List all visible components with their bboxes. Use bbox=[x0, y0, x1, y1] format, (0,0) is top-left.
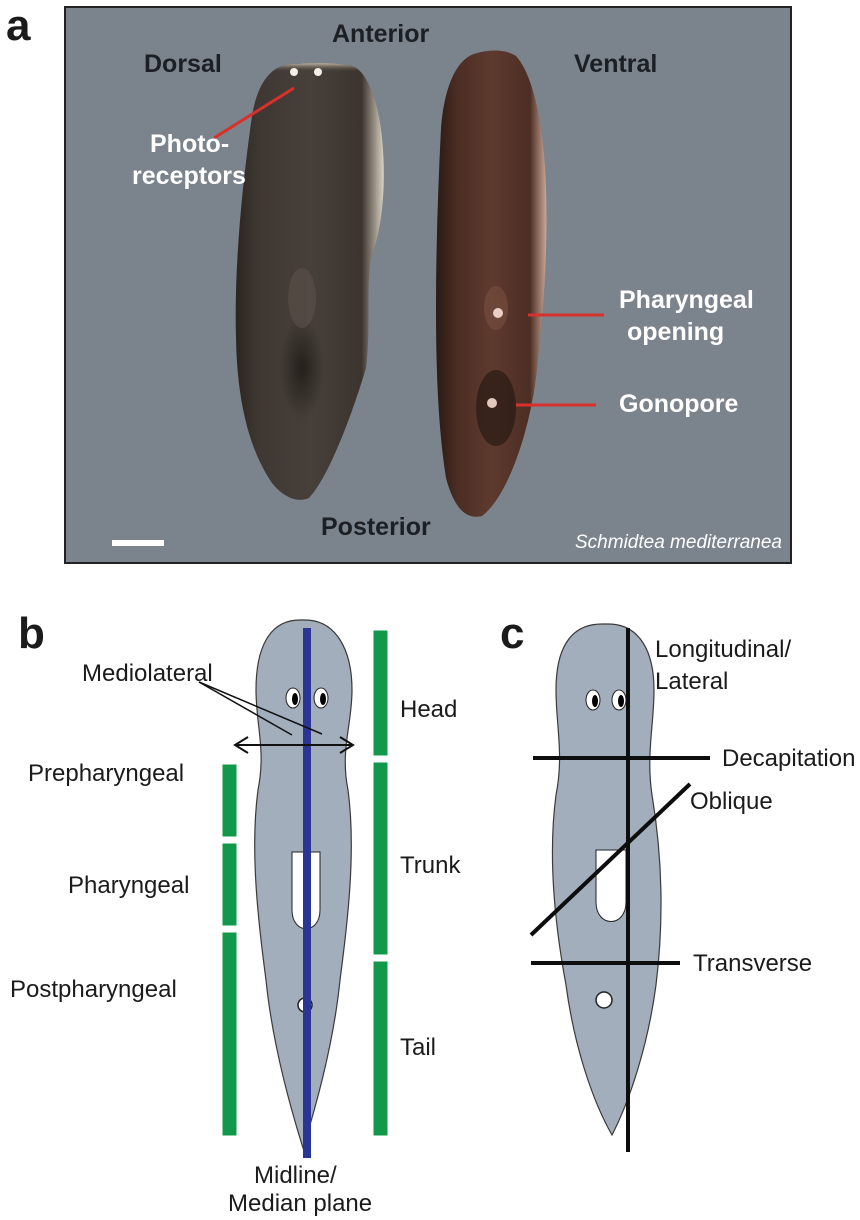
tail-bar bbox=[373, 961, 388, 1136]
head-label: Head bbox=[400, 696, 457, 724]
head-bar bbox=[373, 630, 388, 756]
oblique-label: Oblique bbox=[690, 788, 773, 816]
longitudinal-label-line1: Longitudinal/ bbox=[655, 636, 791, 664]
postpharyngeal-label: Postpharyngeal bbox=[10, 976, 177, 1004]
longitudinal-label-line2: Lateral bbox=[655, 668, 728, 696]
midline-label-line1: Midline/ bbox=[254, 1162, 337, 1190]
decapitation-label: Decapitation bbox=[722, 745, 855, 773]
panel-b-letter: b bbox=[18, 612, 45, 656]
tail-label: Tail bbox=[400, 1034, 436, 1062]
midline-label-line2: Median plane bbox=[228, 1190, 372, 1218]
pharyngeal-bar bbox=[222, 843, 237, 926]
prepharyngeal-label: Prepharyngeal bbox=[28, 760, 184, 788]
pharyngeal-label: Pharyngeal bbox=[68, 872, 189, 900]
mediolateral-label: Mediolateral bbox=[82, 660, 213, 688]
postpharyngeal-bar bbox=[222, 932, 237, 1136]
trunk-label: Trunk bbox=[400, 852, 460, 880]
panel-c-letter: c bbox=[500, 612, 524, 656]
trunk-bar bbox=[373, 762, 388, 955]
transverse-label: Transverse bbox=[693, 950, 812, 978]
prepharyngeal-bar bbox=[222, 764, 237, 837]
